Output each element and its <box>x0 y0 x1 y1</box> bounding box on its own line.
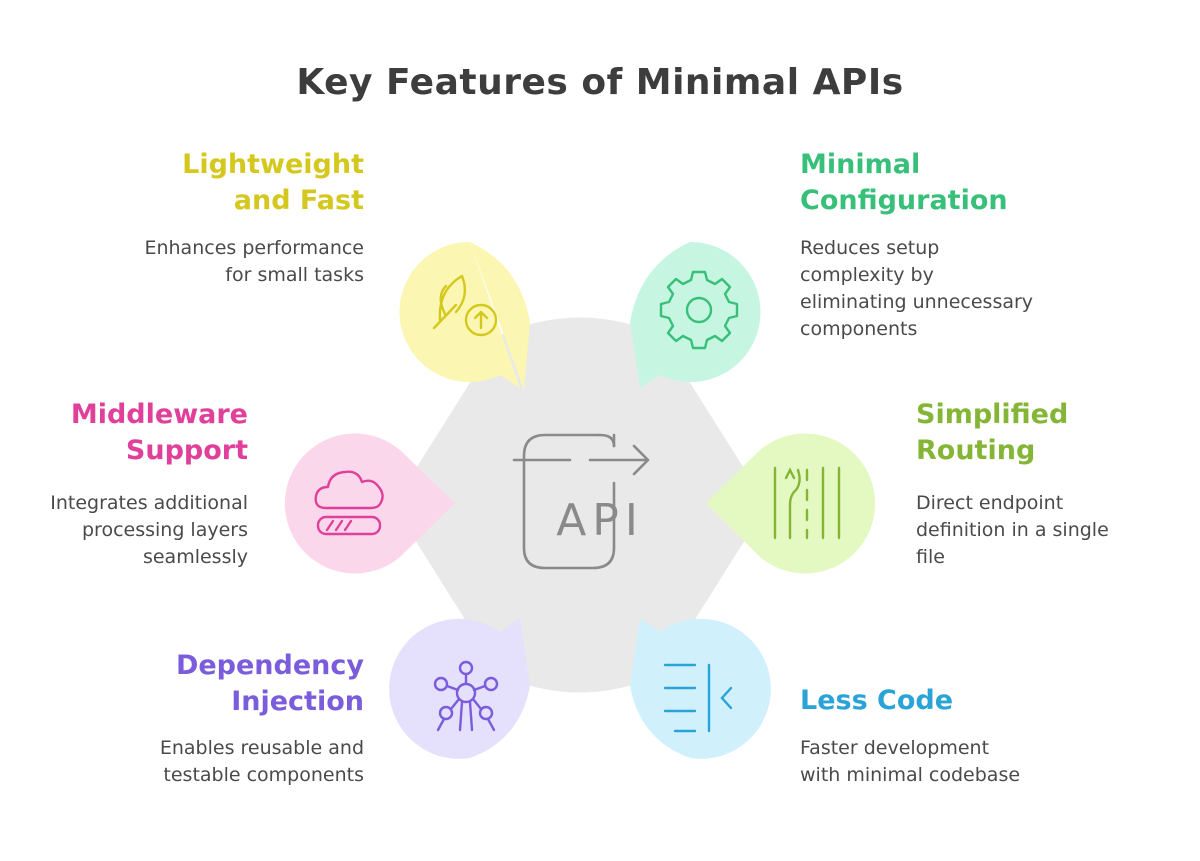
feature-desc-minimal-config: Reduces setup complexity by eliminating … <box>800 237 1034 340</box>
api-document-arrow-icon <box>512 433 650 570</box>
feature-title-less-code: Less Code <box>800 685 954 716</box>
feature-desc-middleware-support: Integrates additional processing layers … <box>50 492 248 568</box>
page-title: Key Features of Minimal APIs <box>296 62 904 103</box>
feature-desc-simplified-routing: Direct endpoint definition in a single f… <box>916 492 1109 568</box>
petal-middleware-support <box>284 433 455 574</box>
center-api-label: API <box>556 495 644 546</box>
petal-less-code <box>630 618 771 759</box>
petal-minimal-config <box>630 241 761 388</box>
feature-title-simplified-routing: Simplified Routing <box>916 399 1069 466</box>
feature-title-minimal-config: Minimal Configuration <box>800 149 1008 216</box>
center-hexagon <box>405 317 755 693</box>
feature-desc-dependency-injection: Enables reusable and testable components <box>159 737 364 786</box>
petal-lightweight <box>399 241 530 390</box>
feature-title-dependency-injection: Dependency Injection <box>175 650 364 717</box>
road-lanes-icon <box>773 466 841 540</box>
feature-desc-less-code: Faster development with minimal codebase <box>800 737 1021 786</box>
feature-title-middleware-support: Middleware Support <box>70 399 248 466</box>
collapse-lines-icon <box>663 663 733 733</box>
molecule-network-icon <box>433 660 499 732</box>
cloud-progress-icon <box>314 470 384 536</box>
feather-upload-icon <box>432 274 498 337</box>
gear-icon <box>659 270 739 350</box>
feature-desc-lightweight: Enhances performance for small tasks <box>144 237 364 286</box>
feature-title-lightweight: Lightweight and Fast <box>182 149 364 216</box>
